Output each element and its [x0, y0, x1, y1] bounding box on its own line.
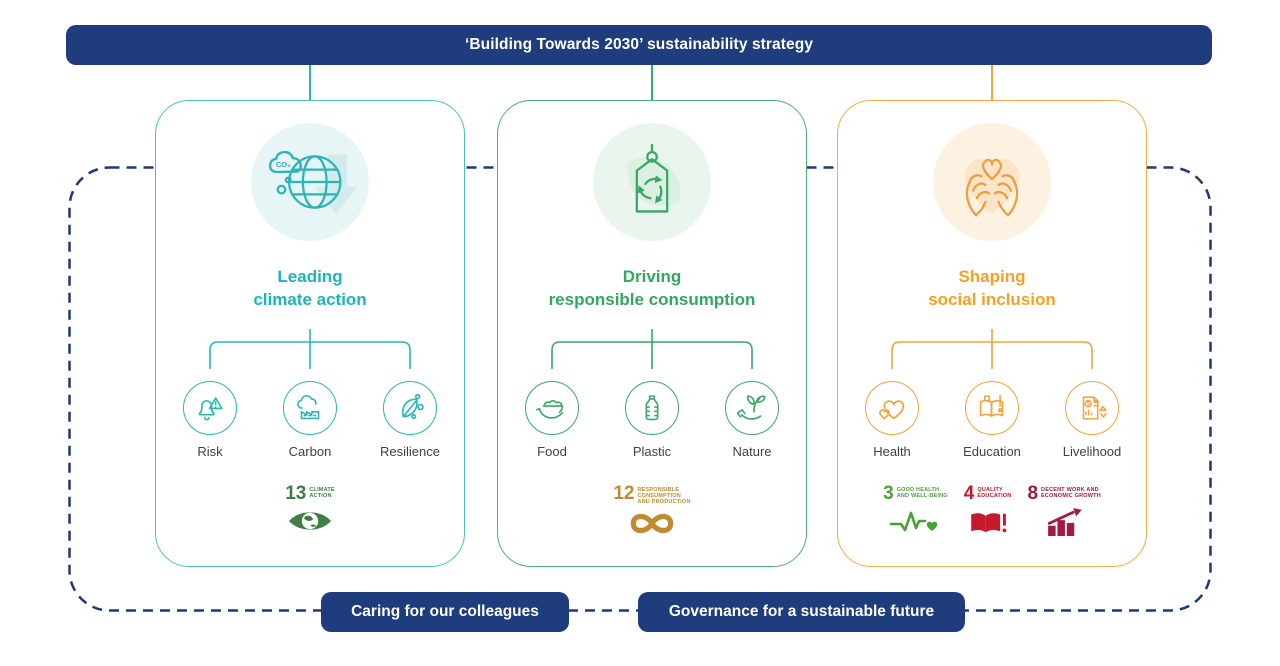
sub-item-label: Education [963, 444, 1021, 459]
pillar-title-line2: social inclusion [928, 290, 1056, 309]
adaptive-leaf-icon [401, 393, 424, 420]
seedling-hand-icon [736, 395, 766, 420]
income-statement-icon: $ [1082, 396, 1107, 420]
sdg-badge-8: 8 DECENT WORK AND ECONOMIC GROWTH [1027, 483, 1101, 536]
social-sub-items: Health Education [860, 381, 1124, 459]
pillar-title-climate: Leading climate action [253, 265, 366, 311]
sub-item-label: Risk [197, 444, 223, 459]
pillar-title-line1: Shaping [958, 267, 1026, 286]
sub-item-risk: Risk [178, 381, 242, 459]
sdg-number: 12 [613, 483, 635, 504]
sdg-badge-4: 4 QUALITY EDUCATION [963, 483, 1012, 536]
consumption-sdg-badges: 12 RESPONSIBLE CONSUMPTION AND PRODUCTIO… [613, 483, 690, 537]
resilience-icon-ring [383, 381, 437, 435]
education-icon-ring [965, 381, 1019, 435]
connector-line-climate [309, 65, 311, 100]
svg-text:CO₂: CO₂ [276, 160, 291, 169]
sub-item-label: Carbon [288, 444, 332, 459]
governance-pill-label: Governance for a sustainable future [668, 603, 935, 620]
sub-item-label: Plastic [632, 444, 672, 459]
sdg-number: 3 [883, 483, 894, 504]
tree-bracket-connector [209, 329, 411, 369]
pillar-title-line1: Leading [277, 267, 343, 286]
risk-icon-ring [183, 381, 237, 435]
climate-sdg-badges: 13 CLIMATE ACTION [285, 483, 335, 534]
strategy-banner: ‘Building Towards 2030’ sustainability s… [66, 25, 1212, 65]
climate-sub-items: Risk Carbon [178, 381, 442, 459]
sdg-number: 8 [1027, 483, 1039, 504]
pillar-title-consumption: Driving responsible consumption [549, 265, 756, 311]
plastic-icon-ring [625, 381, 679, 435]
pillar-title-social: Shaping social inclusion [928, 265, 1056, 311]
hands-holding-heart-icon [964, 158, 1020, 217]
connector-line-consumption [651, 65, 653, 100]
nature-icon-ring [725, 381, 779, 435]
sub-item-carbon: Carbon [278, 381, 342, 459]
pillar-card-climate-action: CO₂ Leading climate action [155, 100, 465, 567]
pillar-card-social-inclusion: Shaping social inclusion Health [837, 100, 1147, 567]
recycle-tag-leaf-icon [627, 143, 681, 213]
globe-co2-cloud-icon: CO₂ [268, 150, 358, 214]
sub-item-plastic: Plastic [620, 381, 684, 459]
sub-item-resilience: Resilience [378, 381, 442, 459]
health-icon-ring [865, 381, 919, 435]
climate-hero-circle: CO₂ [251, 123, 369, 241]
sdg-4-book-pencil-icon [970, 513, 1006, 533]
social-hero-circle [933, 123, 1051, 241]
consumption-hero-circle [593, 123, 711, 241]
sdg-badge-3: 3 GOOD HEALTH AND WELL-BEING [883, 483, 948, 536]
sub-item-education: Education [960, 381, 1024, 459]
colleagues-pill: Caring for our colleagues [321, 592, 569, 632]
tree-bracket-connector [551, 329, 753, 369]
tree-bracket-connector [891, 329, 1093, 369]
pillar-title-line2: climate action [253, 290, 367, 309]
sub-item-label: Nature [732, 444, 772, 459]
factory-emissions-icon [297, 395, 320, 420]
governance-pill: Governance for a sustainable future [638, 592, 965, 632]
sub-item-label: Health [873, 444, 911, 459]
social-sdg-badges: 3 GOOD HEALTH AND WELL-BEING 4 [883, 483, 1101, 536]
double-hearts-icon [879, 400, 905, 420]
sub-item-health: Health [860, 381, 924, 459]
alert-bell-warning-icon [198, 397, 223, 421]
colleagues-pill-label: Caring for our colleagues [351, 603, 539, 620]
sdg-badge-13: 13 CLIMATE ACTION [285, 483, 335, 534]
sdg-8-growth-bars-icon [1047, 508, 1082, 536]
plastic-bottle-icon [645, 395, 659, 421]
pillar-card-responsible-consumption: Driving responsible consumption [497, 100, 807, 567]
carbon-icon-ring [283, 381, 337, 435]
sub-item-label: Resilience [380, 444, 440, 459]
strategy-banner-title: ‘Building Towards 2030’ sustainability s… [464, 36, 814, 53]
connector-line-social [991, 65, 993, 100]
pillar-title-line1: Driving [622, 267, 682, 286]
svg-text:$: $ [1087, 402, 1090, 408]
sub-item-label: Livelihood [1062, 444, 1122, 459]
sub-item-livelihood: $ Livelihood [1060, 381, 1124, 459]
food-icon-ring [525, 381, 579, 435]
sdg-13-eye-globe-icon [288, 512, 331, 530]
open-book-pencil-icon [979, 394, 1004, 417]
sub-item-label: Food [537, 444, 567, 459]
consumption-sub-items: Food Plastic [520, 381, 784, 459]
sdg-number: 4 [963, 483, 975, 504]
sdg-badge-12: 12 RESPONSIBLE CONSUMPTION AND PRODUCTIO… [613, 483, 690, 537]
pillar-title-line2: responsible consumption [548, 290, 756, 309]
sub-item-nature: Nature [720, 381, 784, 459]
sdg-number: 13 [285, 483, 307, 504]
sdg-12-infinity-loop-icon [630, 514, 674, 534]
food-bowl-hand-icon [535, 400, 564, 419]
sub-item-food: Food [520, 381, 584, 459]
sdg-3-pulse-heart-icon [890, 511, 938, 532]
livelihood-icon-ring: $ [1065, 381, 1119, 435]
